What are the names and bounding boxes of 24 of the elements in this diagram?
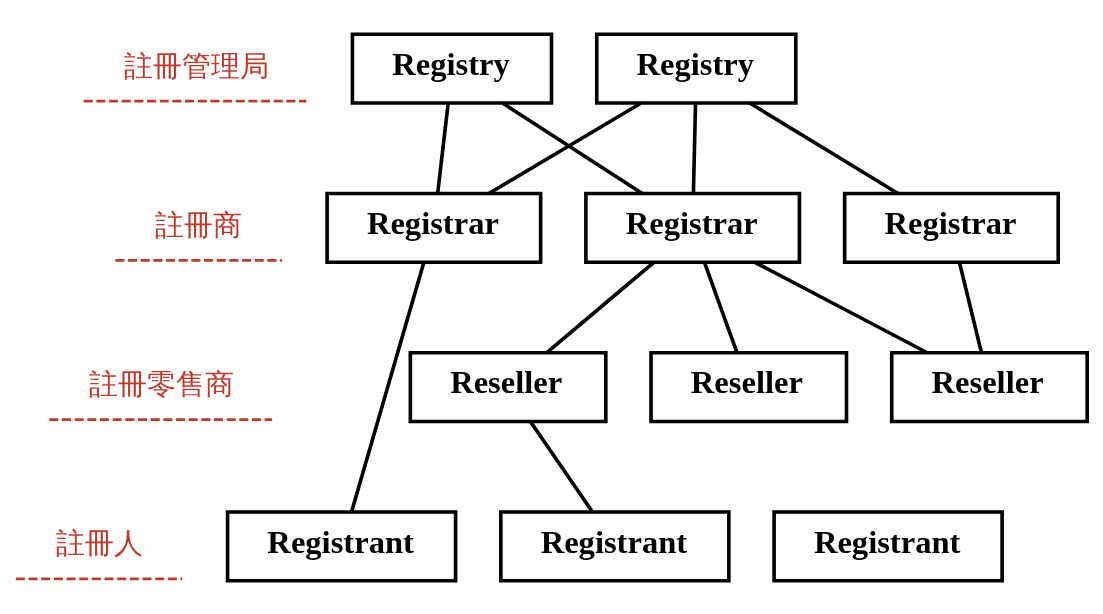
node-box: Registry — [594, 31, 798, 105]
connector — [546, 260, 655, 354]
connector — [435, 102, 450, 193]
node-box: Registry — [350, 31, 554, 105]
connector — [957, 261, 984, 353]
node-box: Registrar — [584, 191, 802, 264]
connector — [691, 102, 698, 193]
node-box: Registrar — [842, 191, 1060, 264]
node-box: Reseller — [408, 350, 608, 423]
connector — [529, 420, 594, 513]
node-box: Registrar — [325, 191, 543, 264]
label: 註冊管理局 — [123, 48, 269, 82]
label: 註冊人 — [55, 525, 143, 560]
label: 註冊商 — [155, 207, 243, 242]
node-box: Registrant — [225, 509, 458, 583]
node-box: Registrant — [772, 509, 1004, 583]
connector — [702, 261, 739, 353]
node-box: Reseller — [889, 350, 1089, 423]
connector — [748, 101, 899, 195]
connector — [754, 260, 929, 354]
node-box: Reseller — [649, 350, 849, 423]
node-box: Registrant — [499, 509, 731, 583]
connector — [349, 261, 426, 512]
label: 註冊零售商 — [89, 366, 235, 401]
